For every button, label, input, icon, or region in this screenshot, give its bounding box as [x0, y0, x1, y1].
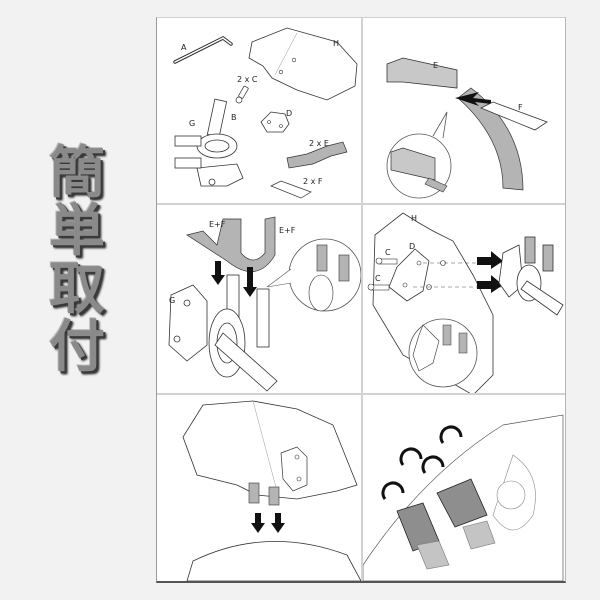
- title-char-4: 付: [49, 315, 105, 380]
- pad-f-icon: [270, 180, 312, 199]
- screw-icon: [367, 283, 390, 291]
- svg-text:2 x F: 2 x F: [303, 177, 323, 186]
- parts-illustration: A H 2 x C D 2 x E 2 x F: [173, 27, 358, 199]
- panel-attach-plate: H D C C: [363, 205, 565, 393]
- svg-text:G: G: [189, 119, 195, 128]
- screw-icon: [375, 257, 398, 265]
- arrow-down-icon: [251, 513, 265, 533]
- panel-tighten-screws: [363, 395, 565, 581]
- plate-icon: [260, 111, 290, 133]
- windscreen-icon: [248, 27, 358, 101]
- svg-text:E: E: [433, 61, 438, 70]
- svg-text:2 x C: 2 x C: [237, 75, 258, 84]
- arrow-down-icon: [271, 513, 285, 533]
- arrow-icon: [455, 92, 491, 106]
- svg-text:E+F: E+F: [279, 226, 296, 235]
- arrow-right-icon: [477, 275, 503, 293]
- svg-text:D: D: [286, 109, 292, 118]
- svg-text:H: H: [333, 39, 339, 48]
- grid-divider-horizontal-2: [157, 393, 565, 395]
- screw-icon: [235, 85, 249, 104]
- hex-key-icon: [173, 35, 233, 64]
- arrow-right-icon: [477, 251, 503, 269]
- panel-fit-onto-fairing: [157, 395, 361, 581]
- arrow-down-icon: [211, 261, 225, 285]
- instruction-grid: A H 2 x C D 2 x E 2 x F: [156, 17, 566, 583]
- pad-f-icon: [480, 101, 548, 131]
- bracket-icon: [174, 98, 244, 187]
- strip-e-icon: [286, 141, 348, 169]
- svg-text:H: H: [411, 214, 417, 223]
- panel-insert-f-into-e: E F: [363, 18, 565, 203]
- svg-text:D: D: [409, 242, 415, 251]
- svg-text:C: C: [375, 274, 381, 283]
- svg-text:2 x E: 2 x E: [309, 139, 329, 148]
- windscreen-icon: [182, 400, 358, 500]
- svg-text:C: C: [385, 248, 391, 257]
- title-vertical: 簡 単 取 付: [44, 145, 110, 377]
- slide-illustration: E+F E+F G: [168, 216, 361, 392]
- arrow-down-icon: [243, 267, 257, 297]
- svg-text:G: G: [169, 296, 175, 305]
- rotate-arrow-icon: [381, 425, 463, 500]
- panel-parts-overview: A H 2 x C D 2 x E 2 x F: [157, 18, 361, 203]
- panel-slide-ef-onto-bracket: E+F E+F G: [157, 205, 361, 393]
- title-char-3: 取: [49, 257, 105, 322]
- svg-text:E+F: E+F: [209, 220, 226, 229]
- fairing-icon: [186, 540, 361, 581]
- attach-illustration: H D C C: [367, 212, 564, 393]
- tighten-illustration: [363, 414, 564, 581]
- channel-e-icon: [386, 57, 458, 89]
- title-char-1: 簡: [49, 141, 105, 206]
- title-char-2: 単: [49, 199, 105, 264]
- svg-text:A: A: [181, 43, 187, 52]
- insert-illustration: E F: [386, 57, 548, 199]
- grid-divider-vertical: [361, 18, 363, 581]
- svg-text:F: F: [518, 103, 523, 112]
- fit-illustration: [182, 400, 361, 581]
- svg-text:B: B: [231, 113, 237, 122]
- grid-divider-horizontal-1: [157, 203, 565, 205]
